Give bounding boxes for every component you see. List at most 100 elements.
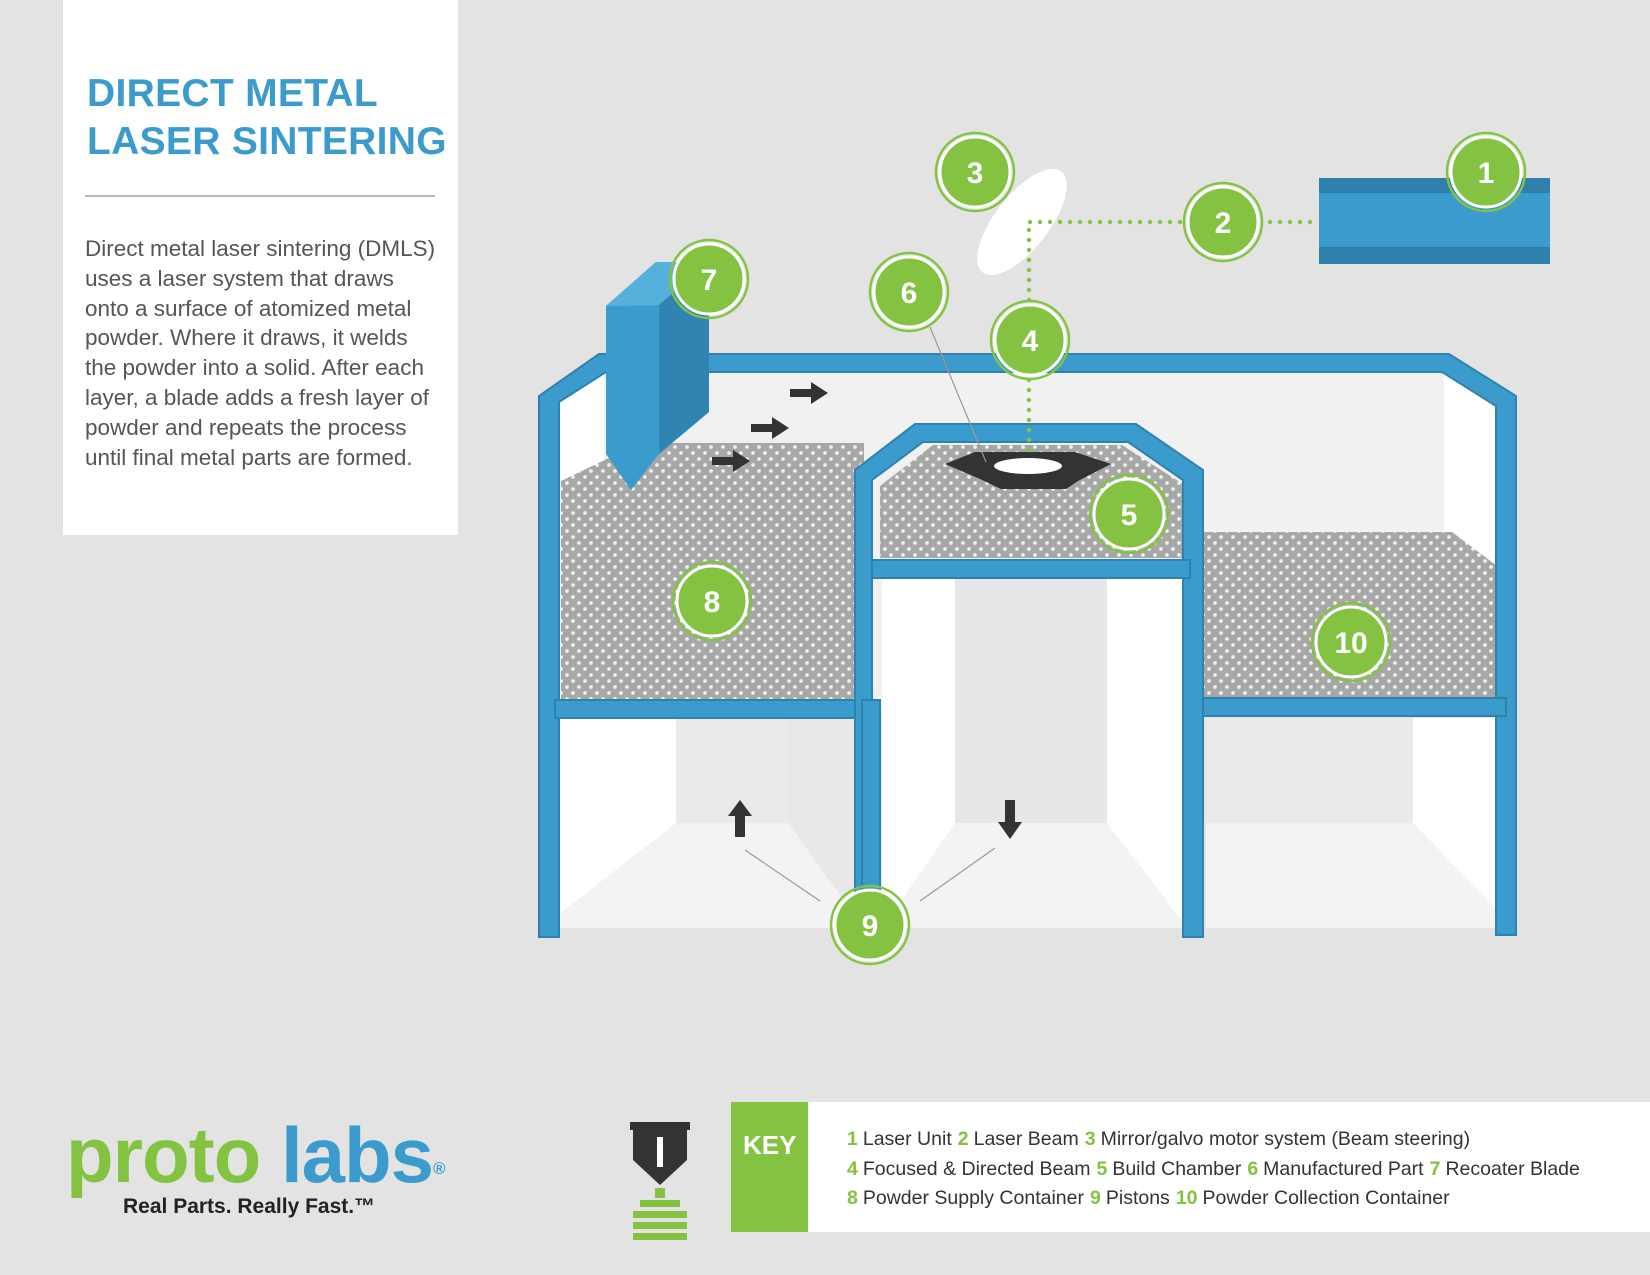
svg-text:1: 1 (1478, 157, 1495, 190)
beam-dot (1037, 219, 1043, 225)
beam-dot (1137, 219, 1143, 225)
svg-text:4: 4 (1022, 325, 1039, 358)
svg-text:5: 5 (1121, 499, 1138, 532)
key-item-label: Manufactured Part (1263, 1157, 1424, 1180)
logo-registered-mark: ® (433, 1159, 445, 1178)
beam-dot (1026, 257, 1032, 263)
beam-dot (1026, 417, 1032, 423)
title-line-2: LASER SINTERING (87, 120, 447, 163)
beam-dot (1167, 219, 1173, 225)
key-item-label: Laser Beam (973, 1128, 1079, 1150)
svg-text:6: 6 (901, 277, 918, 310)
key-legend (731, 1102, 1650, 1232)
beam-dot (1127, 219, 1133, 225)
callout-9: 9 (829, 884, 911, 966)
beam-dot (1026, 387, 1032, 393)
description-text: Direct metal laser sintering (DMLS) uses… (85, 236, 436, 470)
callout-6: 6 (868, 251, 950, 333)
recoater-blade (606, 262, 709, 490)
callout-8: 8 (671, 560, 753, 642)
svg-text:7: 7 (701, 264, 718, 297)
page-title: DIRECT METAL LASER SINTERING (87, 70, 447, 166)
beam-dot (1097, 219, 1103, 225)
key-label: KEY (743, 1130, 797, 1160)
beam-dot (1026, 227, 1032, 233)
key-item-number: 9 (1090, 1187, 1101, 1209)
key-item-label: Laser Unit (862, 1128, 952, 1150)
beam-dot (1157, 219, 1163, 225)
beam-dot (1026, 437, 1032, 443)
svg-text:10: 10 (1334, 627, 1367, 660)
beam-dot (1277, 219, 1283, 225)
beam-dot (1026, 277, 1032, 283)
beam-dot (1026, 407, 1032, 413)
beam-dot (1267, 219, 1273, 225)
svg-text:3: 3 (967, 157, 984, 190)
callout-4: 4 (989, 299, 1071, 381)
piston-down-arrow-icon (998, 800, 1022, 839)
title-divider (85, 195, 435, 197)
key-tab (731, 1102, 808, 1232)
beam-dot (1117, 219, 1123, 225)
logo-tagline: Real Parts. Really Fast.™ (123, 1195, 376, 1218)
beam-dot (1177, 219, 1183, 225)
key-item-number: 7 (1429, 1157, 1441, 1180)
key-item-number: 1 (847, 1128, 858, 1150)
beam-dot (1067, 219, 1073, 225)
key-item-number: 8 (847, 1187, 858, 1209)
key-item-number: 3 (1084, 1128, 1096, 1150)
beam-dot (1297, 219, 1303, 225)
key-item-number: 6 (1247, 1157, 1259, 1180)
callout-7: 7 (668, 238, 750, 320)
beam-dot (1026, 267, 1032, 273)
beam-dot (1147, 219, 1153, 225)
svg-text:8: 8 (704, 586, 721, 619)
key-item-label: Build Chamber (1112, 1157, 1242, 1180)
machine-frame (538, 353, 1517, 938)
beam-dot (1307, 219, 1313, 225)
callout-3: 3 (934, 131, 1016, 213)
key-item-label: Powder Supply Container (862, 1187, 1084, 1209)
manufactured-part-hole (994, 458, 1062, 474)
svg-text:9: 9 (862, 910, 879, 943)
logo-wordmark: proto labs® (66, 1116, 486, 1194)
key-item-label: Powder Collection Container (1202, 1187, 1450, 1209)
svg-text:2: 2 (1215, 207, 1232, 240)
beam-dot (1026, 287, 1032, 293)
beam-dot (1077, 219, 1083, 225)
logo-word-proto: proto (66, 1111, 261, 1199)
beam-dot (1107, 219, 1113, 225)
key-item-label: Recoater Blade (1445, 1157, 1580, 1180)
beam-dot (1026, 247, 1032, 253)
callout-1: 1 (1445, 131, 1527, 213)
beam-dot (1027, 219, 1033, 225)
beam-dot (1057, 219, 1063, 225)
beam-dot (1026, 427, 1032, 433)
callout-10: 10 (1310, 601, 1392, 683)
lower-collection-chamber (1206, 718, 1515, 928)
lower-build-chamber (882, 578, 1188, 928)
beam-dot (1287, 219, 1293, 225)
key-item-label: Mirror/galvo motor system (Beam steering… (1100, 1128, 1471, 1150)
beam-dot (1026, 447, 1032, 453)
mirror-ellipse (977, 168, 1067, 276)
beam-dot (1087, 219, 1093, 225)
beam-dot (1026, 237, 1032, 243)
key-item-label: Focused & Directed Beam (862, 1157, 1091, 1180)
beam-dot (1026, 397, 1032, 403)
logo-word-labs: labs (280, 1111, 434, 1199)
title-line-1: DIRECT METAL (87, 72, 379, 115)
key-item-number: 5 (1096, 1157, 1108, 1180)
piston-up-arrow-icon (728, 800, 752, 837)
recoater-arrow-icon (712, 382, 828, 472)
callout-2: 2 (1182, 181, 1264, 263)
beam-dot (1047, 219, 1053, 225)
key-item-number: 10 (1175, 1187, 1198, 1209)
key-item-label: Pistons (1105, 1187, 1170, 1209)
leader-lines (744, 326, 996, 902)
callout-5: 5 (1088, 473, 1170, 555)
proto-labs-logo: proto labs® (66, 1116, 486, 1194)
